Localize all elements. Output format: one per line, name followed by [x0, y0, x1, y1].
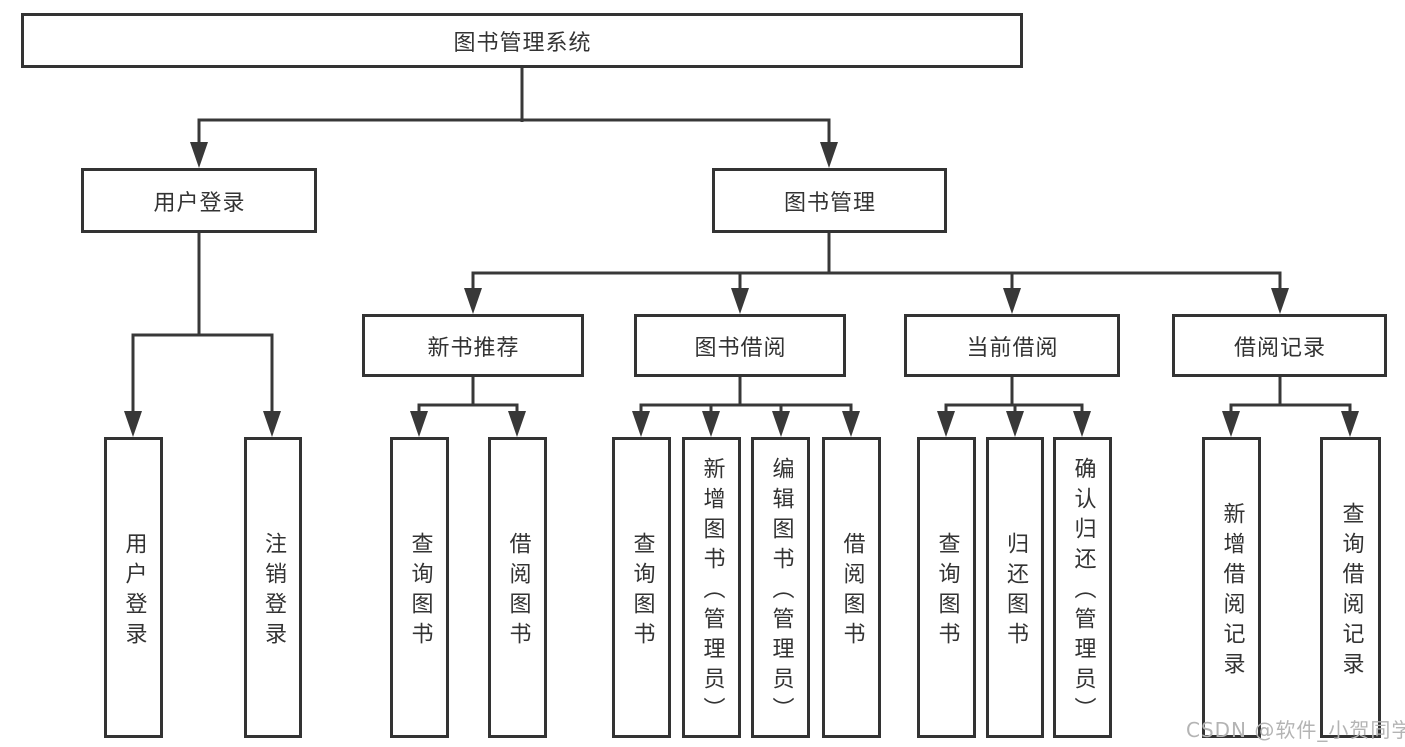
leaf-rec-query-book: 查询图书 — [390, 437, 449, 738]
csdn-watermark: CSDN @软件_小贺同学 — [1186, 718, 1405, 742]
node-new-book-recommend: 新书推荐 — [362, 314, 584, 377]
leaf-rec-borrow-book: 借阅图书 — [488, 437, 547, 738]
node-label: 图书借阅 — [694, 335, 787, 361]
node-library-management-system: 图书管理系统 — [21, 13, 1023, 68]
leaf-br-query-record: 查询借阅记录 — [1320, 437, 1381, 738]
leaf-bb-add-book-admin: 新增图书（管理员） — [682, 437, 741, 738]
leaf-br-add-record: 新增借阅记录 — [1202, 437, 1261, 738]
node-label: 新增借阅记录 — [1219, 501, 1245, 682]
leaf-bb-edit-book-admin: 编辑图书（管理员） — [751, 437, 810, 738]
connector-borrow-record — [1229, 377, 1352, 415]
node-label: 借阅图书 — [505, 531, 531, 652]
node-label: 新书推荐 — [427, 335, 520, 361]
leaf-user-login: 用户登录 — [104, 437, 163, 738]
node-label: 新增图书（管理员） — [699, 456, 725, 727]
node-book-management: 图书管理 — [712, 168, 947, 233]
node-label: 注销登录 — [261, 531, 286, 652]
node-label: 归还图书 — [1003, 531, 1028, 652]
node-label: 用户登录 — [121, 531, 147, 652]
connector-user-login — [131, 233, 274, 415]
leaf-cb-query-book: 查询图书 — [917, 437, 976, 738]
node-label: 查询图书 — [934, 531, 960, 652]
node-label: 借阅图书 — [839, 531, 865, 652]
leaf-cb-return-book: 归还图书 — [986, 437, 1044, 738]
connector-book-borrow — [639, 377, 853, 415]
node-label: 查询图书 — [629, 531, 655, 652]
node-label: 用户登录 — [153, 190, 246, 216]
node-label: 查询图书 — [407, 531, 433, 652]
node-label: 借阅记录 — [1233, 335, 1326, 361]
connector-root — [197, 68, 831, 146]
node-label: 编辑图书（管理员） — [768, 456, 794, 727]
node-borrow-record: 借阅记录 — [1172, 314, 1387, 377]
leaf-logout-login: 注销登录 — [244, 437, 302, 738]
node-book-borrow: 图书借阅 — [634, 314, 846, 377]
node-label: 确认归还（管理员） — [1070, 456, 1096, 727]
node-label: 图书管理 — [783, 190, 876, 216]
connector-current-borrow — [944, 377, 1084, 415]
node-label: 图书管理系统 — [453, 30, 592, 56]
leaf-cb-confirm-return-admin: 确认归还（管理员） — [1053, 437, 1112, 738]
leaf-bb-query-book: 查询图书 — [612, 437, 671, 738]
connector-book-management — [471, 233, 1282, 292]
node-user-login: 用户登录 — [81, 168, 317, 233]
arrowheads — [124, 142, 1359, 437]
node-label: 查询借阅记录 — [1338, 501, 1364, 682]
leaf-bb-borrow-book: 借阅图书 — [822, 437, 881, 738]
connector-new-book-recommend — [417, 377, 519, 415]
node-current-borrow: 当前借阅 — [904, 314, 1120, 377]
node-label: 当前借阅 — [966, 335, 1059, 361]
